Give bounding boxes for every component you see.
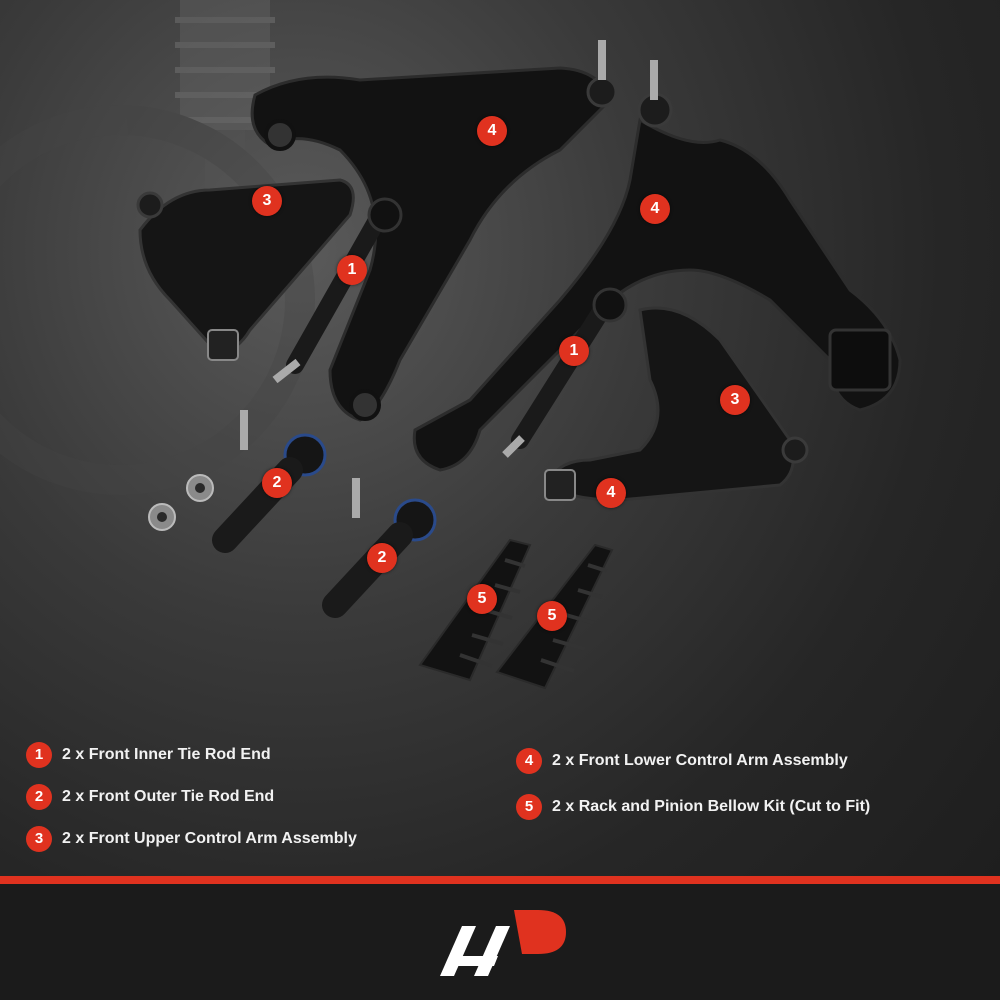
callout-badge: 5 [467,584,497,614]
callout-badge: 4 [640,194,670,224]
brand-logo-icon [440,910,566,976]
legend-item: 1 2 x Front Inner Tie Rod End [26,740,357,770]
legend-item: 5 2 x Rack and Pinion Bellow Kit (Cut to… [516,792,870,822]
callout-badge: 5 [537,601,567,631]
callout-badge: 2 [367,543,397,573]
legend-item: 3 2 x Front Upper Control Arm Assembly [26,824,357,854]
callout-badge: 1 [337,255,367,285]
outer-tie-rod-right [322,478,437,618]
legend-text: 2 x Front Inner Tie Rod End [62,746,271,763]
legend-item: 4 2 x Front Lower Control Arm Assembly [516,746,870,776]
parts-legend-left: 1 2 x Front Inner Tie Rod End 2 2 x Fron… [26,740,357,866]
inner-tie-rod-left [272,197,403,384]
inner-tie-rod-right [502,287,628,458]
callout-badge: 3 [252,186,282,216]
lower-control-arm-left [250,40,618,422]
legend-number: 5 [516,794,542,820]
upper-control-arm-left [136,178,355,361]
legend-number: 1 [26,742,52,768]
callout-badge: 2 [262,468,292,498]
callout-badge: 3 [720,385,750,415]
accent-divider [0,876,1000,884]
lower-control-arm-right [412,60,902,472]
legend-text: 2 x Front Lower Control Arm Assembly [552,752,848,769]
legend-number: 2 [26,784,52,810]
upper-control-arm-right [544,306,809,502]
legend-number: 3 [26,826,52,852]
parts-legend-right: 4 2 x Front Lower Control Arm Assembly 5… [516,746,870,838]
parts-illustration [0,0,902,690]
legend-text: 2 x Front Upper Control Arm Assembly [62,830,357,847]
callout-badge: 4 [477,116,507,146]
legend-text: 2 x Front Outer Tie Rod End [62,788,275,805]
legend-number: 4 [516,748,542,774]
washer-icon [148,474,214,531]
callout-badge: 1 [559,336,589,366]
callout-badge: 4 [596,478,626,508]
legend-item: 2 2 x Front Outer Tie Rod End [26,782,357,812]
legend-text: 2 x Rack and Pinion Bellow Kit (Cut to F… [552,798,871,815]
